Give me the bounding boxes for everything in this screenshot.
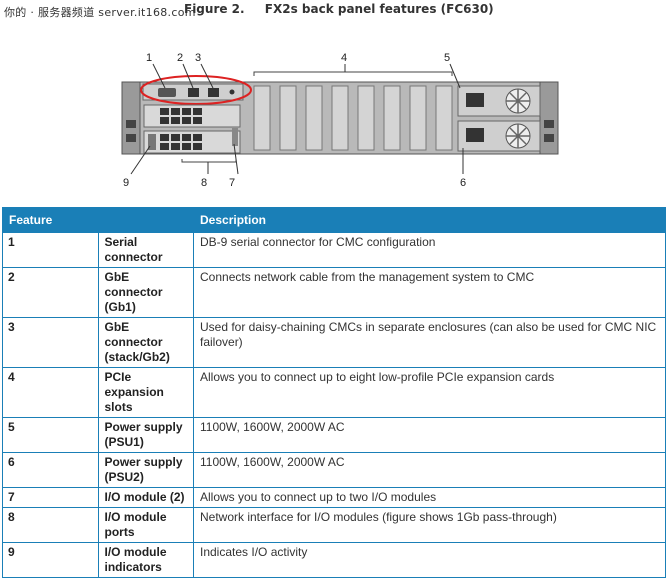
- psu-1-socket: [466, 93, 484, 107]
- figure-title: Figure 2. FX2s back panel features (FC63…: [184, 2, 494, 16]
- callout-7: 7: [229, 177, 235, 189]
- watermark-text: 你的 · 服务器频道 server.it168.com: [4, 6, 196, 19]
- serial-port: [158, 88, 176, 97]
- callout-8: 8: [201, 177, 207, 189]
- io-module-1: [143, 104, 241, 128]
- description-cell: DB-9 serial connector for CMC configurat…: [193, 232, 666, 268]
- row-number: 2: [2, 267, 99, 318]
- row-number: 9: [2, 542, 99, 578]
- chassis-right-ear: [539, 81, 559, 155]
- gbe-port-gb1: [188, 88, 199, 97]
- row-number: 8: [2, 507, 99, 543]
- row-number: 6: [2, 452, 99, 488]
- cmc-highlight-circle: [140, 75, 252, 105]
- description-cell: Allows you to connect up to eight low-pr…: [193, 367, 666, 418]
- figure-number: Figure 2.: [184, 2, 245, 16]
- io-ports-bracket: [181, 159, 237, 163]
- callout-4: 4: [341, 52, 347, 64]
- description-cell: Allows you to connect up to two I/O modu…: [193, 487, 666, 508]
- chassis-left-ear: [121, 81, 141, 155]
- feature-cell: GbE connector (stack/Gb2): [97, 317, 194, 368]
- right-latch-bottom: [544, 134, 554, 142]
- left-latch-top: [126, 120, 136, 128]
- description-cell: Used for daisy-chaining CMCs in separate…: [193, 317, 666, 368]
- row-number: 4: [2, 367, 99, 418]
- feature-cell: PCIe expansion slots: [97, 367, 194, 418]
- cmc-indicator: [229, 89, 235, 95]
- feature-cell: I/O module ports: [97, 507, 194, 543]
- description-cell: Indicates I/O activity: [193, 542, 666, 578]
- callout-5: 5: [444, 52, 450, 64]
- feature-cell: I/O module (2): [97, 487, 194, 508]
- row-number: 7: [2, 487, 99, 508]
- pcie-bracket: [253, 71, 453, 76]
- feature-cell: I/O module indicators: [97, 542, 194, 578]
- callout-6: 6: [460, 177, 466, 189]
- io-module-2: [143, 130, 241, 154]
- description-cell: 1100W, 1600W, 2000W AC: [193, 417, 666, 453]
- feature-cell: Power supply (PSU1): [97, 417, 194, 453]
- callout-1: 1: [146, 52, 152, 64]
- description-cell: Connects network cable from the manageme…: [193, 267, 666, 318]
- header-description: Description: [193, 207, 666, 233]
- header-feature: Feature: [2, 207, 194, 233]
- pcie-expansion-slots: [253, 85, 453, 151]
- callout-2: 2: [177, 52, 183, 64]
- io-module-ports: [160, 108, 202, 150]
- description-cell: 1100W, 1600W, 2000W AC: [193, 452, 666, 488]
- row-number: 1: [2, 232, 99, 268]
- back-panel-illustration: 1 2 3 4 5 6 7 8 9: [121, 52, 559, 189]
- feature-cell: Serial connector: [97, 232, 194, 268]
- left-latch-bottom: [126, 134, 136, 142]
- callout-3: 3: [195, 52, 201, 64]
- feature-cell: Power supply (PSU2): [97, 452, 194, 488]
- row-number: 5: [2, 417, 99, 453]
- figure-caption: FX2s back panel features (FC630): [264, 2, 494, 16]
- row-number: 3: [2, 317, 99, 368]
- description-cell: Network interface for I/O modules (figur…: [193, 507, 666, 543]
- psu-2-socket: [466, 128, 484, 142]
- table-header-row: Feature Description: [2, 207, 666, 233]
- gbe-port-gb2: [208, 88, 219, 97]
- callout-9: 9: [123, 177, 129, 189]
- feature-cell: GbE connector (Gb1): [97, 267, 194, 318]
- right-latch-top: [544, 120, 554, 128]
- io-module-handle: [232, 128, 238, 146]
- io-module-indicators: [148, 134, 156, 150]
